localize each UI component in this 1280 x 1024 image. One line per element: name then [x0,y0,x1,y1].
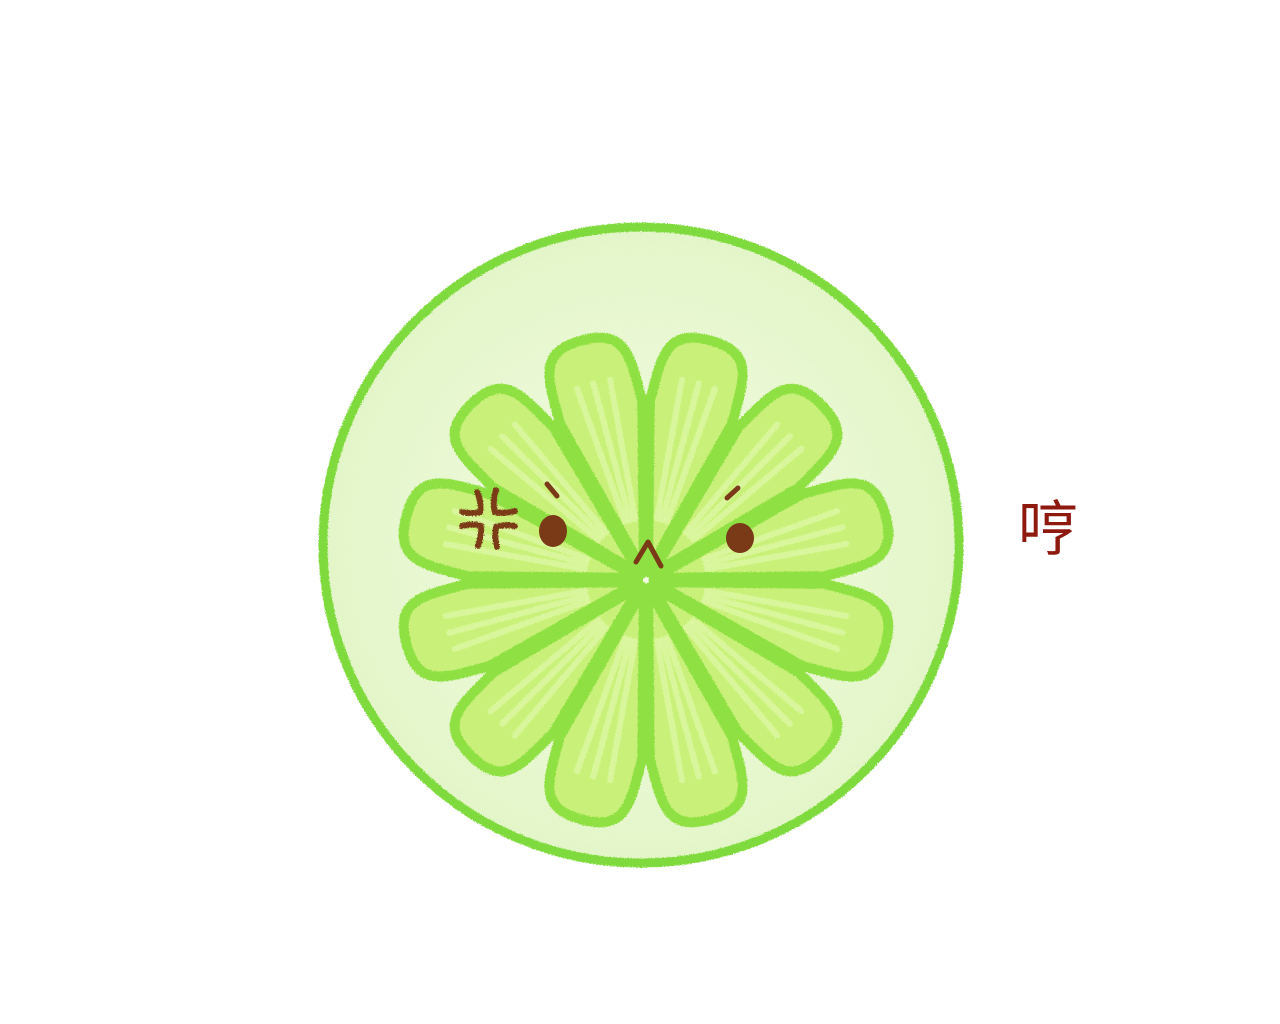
right-eyebrow [724,485,741,501]
segment-streak [686,620,793,727]
segment-streak [442,541,588,573]
segment-streak [487,616,602,715]
right-eye [726,523,754,553]
segment-streak [487,445,602,544]
segment-streak [690,445,805,544]
segment-streak [499,620,606,727]
segment-streak [451,598,591,652]
segment-streak [653,638,685,784]
left-eye [539,515,567,547]
segment-streak [499,433,606,540]
segment-streak [446,593,590,636]
segment-streak [682,624,781,739]
frown-mouth [633,539,664,569]
segment-streak [686,433,793,540]
caption-text: 哼 [1018,495,1078,565]
segment-streak [659,380,702,524]
segment-streak [442,587,588,619]
segment-streak [451,508,591,562]
segment-streak [690,616,805,715]
segment-streak [664,635,718,775]
segment-streak [574,385,628,525]
segment-streak [511,421,610,536]
segment-streak [653,376,685,522]
segment-streak [682,421,781,536]
segment-streak [590,636,633,780]
segment-streak [702,524,846,567]
segment-streak [590,380,633,524]
anger-vein-icon [459,487,518,550]
segment-streak [701,598,841,652]
segment-streak [704,587,850,619]
segment-streak [607,376,639,522]
segment-streak [664,385,718,525]
left-eyebrow [544,481,560,499]
segment-streak [701,508,841,562]
segment-streak [607,638,639,784]
segment-streak [446,524,590,567]
segment-streak [659,636,702,780]
segment-streak [704,541,850,573]
segment-streak [511,624,610,739]
lime-face [459,481,754,569]
segment-streak [574,635,628,775]
segment-streak [702,593,846,636]
lime-segments [398,332,894,828]
